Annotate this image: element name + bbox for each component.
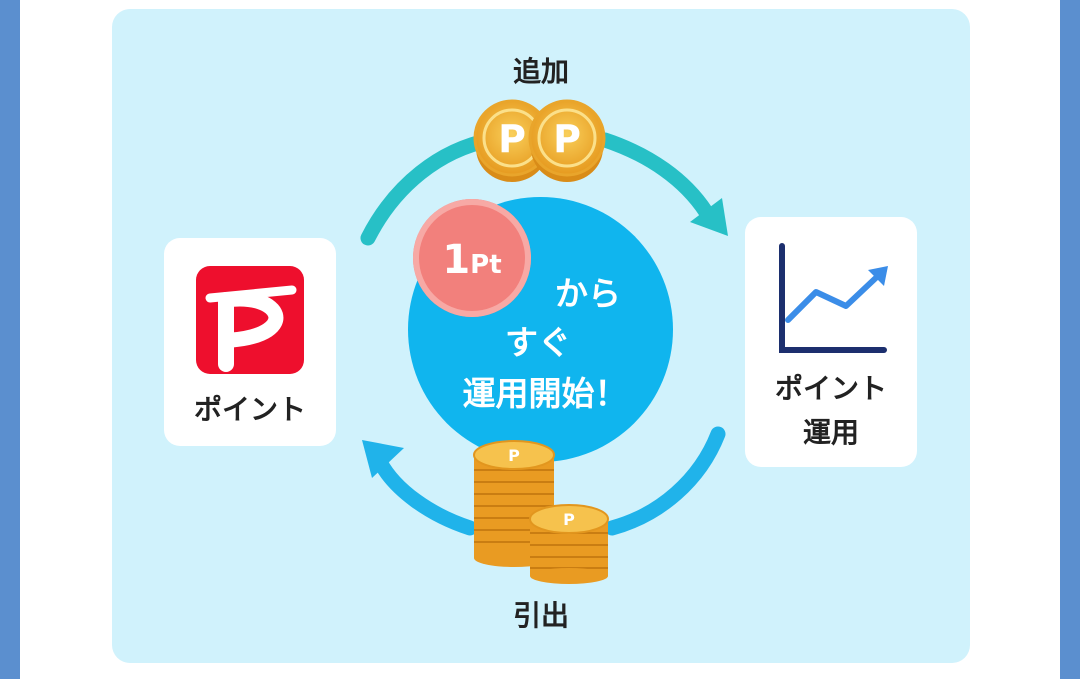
point-card: ポイント bbox=[164, 238, 336, 446]
growth-chart-icon bbox=[779, 243, 888, 353]
cycle-arrow-icon bbox=[360, 132, 498, 246]
svg-text:P: P bbox=[563, 510, 575, 529]
investment-card-line-2: 運用 bbox=[802, 416, 859, 449]
cycle-arrow-icon bbox=[597, 132, 714, 220]
paypay-logo-icon bbox=[196, 266, 304, 374]
one-point-badge: 1Pt bbox=[413, 199, 531, 317]
badge-number: 1 bbox=[442, 237, 471, 283]
investment-card-line-1: ポイント bbox=[774, 372, 887, 405]
center-line-3: 運用開始！ bbox=[462, 374, 628, 413]
cycle-arrow-icon bbox=[372, 454, 478, 536]
point-investment-card: ポイント 運用 bbox=[745, 217, 917, 467]
withdraw-label: 引出 bbox=[512, 599, 569, 632]
svg-text:P: P bbox=[508, 446, 520, 465]
center-line-1: から bbox=[555, 274, 621, 313]
badge-text: 1Pt bbox=[413, 237, 531, 283]
coin-stack-icon: P bbox=[529, 504, 609, 584]
point-card-label: ポイント bbox=[193, 393, 306, 426]
svg-text:P: P bbox=[498, 117, 526, 161]
coin-icon: P bbox=[528, 99, 606, 182]
badge-unit: Pt bbox=[470, 250, 502, 280]
arrowhead-icon bbox=[362, 440, 404, 478]
add-label: 追加 bbox=[512, 55, 569, 88]
cycle-arrow-icon bbox=[604, 426, 726, 536]
svg-text:P: P bbox=[553, 117, 581, 161]
arrowhead-icon bbox=[690, 198, 728, 236]
center-line-2: すぐ bbox=[505, 323, 571, 362]
